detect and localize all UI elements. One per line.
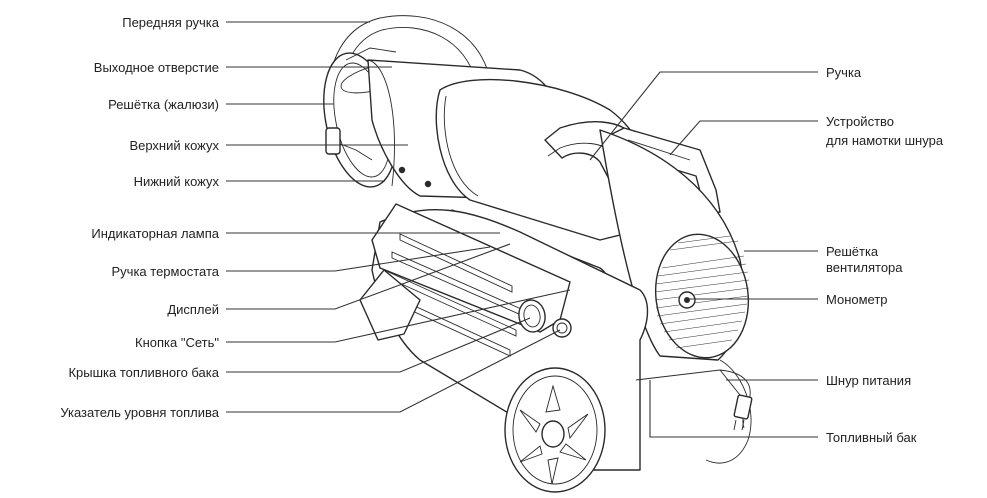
label-fuel-cap: Крышка топливного бака [68,365,219,380]
label-fuel-tank: Топливный бак [826,430,917,445]
label-indicator-lamp: Индикаторная лампа [91,226,219,241]
label-fan-grille-line1: Решётка [826,244,879,259]
label-fuel-gauge: Указатель уровня топлива [60,405,219,420]
label-display: Дисплей [167,302,219,317]
label-handle: Ручка [826,65,862,80]
label-outlet: Выходное отверстие [94,60,219,75]
label-thermostat-knob: Ручка термостата [112,264,220,279]
label-fan-grille-line2: вентилятора [826,260,903,275]
leader-display [226,243,511,310]
leader-handle [589,71,818,161]
leader-thermostat-knob [226,246,491,272]
labels-left: Передняя ручка Выходное отверстие Решётк… [60,15,219,420]
leader-fuel-tank [649,380,818,438]
leader-cord-winder [669,120,818,156]
label-front-handle: Передняя ручка [122,15,220,30]
leader-fuel-gauge [226,329,561,413]
label-power-cord: Шнур питания [826,373,911,388]
fan-grille-bars [654,235,750,349]
leader-lines [226,21,818,438]
leader-power-button [226,289,571,343]
label-lower-casing: Нижний кожух [134,174,220,189]
label-cord-winder-line2: для намотки шнура [826,133,944,148]
label-louver-grille: Решётка (жалюзи) [108,97,219,112]
label-upper-casing: Верхний кожух [129,138,219,153]
leader-fuel-cap [226,317,531,373]
labels-right: Ручка Устройство для намотки шнура Решёт… [826,65,944,445]
label-power-button: Кнопка "Сеть" [135,335,219,350]
label-manometer: Монометр [826,292,888,307]
label-cord-winder-line1: Устройство [826,114,894,129]
heater-illustration [323,15,753,493]
